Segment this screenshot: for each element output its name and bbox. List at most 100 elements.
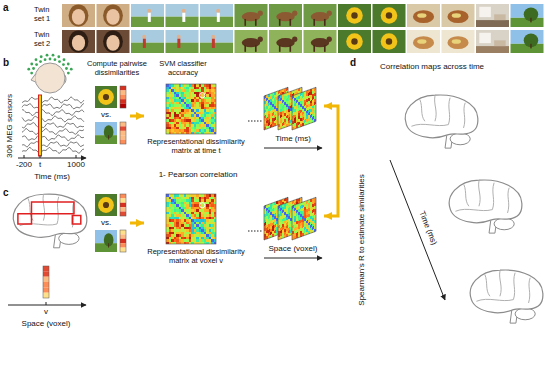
rdm-cell xyxy=(214,112,217,115)
rdm-cell xyxy=(199,109,202,112)
rdm-cell xyxy=(181,239,184,242)
rdm-cell xyxy=(206,87,209,90)
rdm-cell xyxy=(196,197,199,200)
thumbnail-part xyxy=(258,36,263,42)
rdm-cell xyxy=(209,202,212,205)
rdm-cell xyxy=(166,104,169,107)
rdm-cell xyxy=(189,87,192,90)
thumbnail xyxy=(304,4,337,27)
rdm-cell xyxy=(204,227,207,230)
rdm-cell xyxy=(186,194,189,197)
thumbnail-part xyxy=(69,30,89,52)
rdm-cell xyxy=(201,89,204,92)
rdm-cell xyxy=(184,197,187,200)
rdm-cell xyxy=(201,212,204,215)
rdm-cell xyxy=(181,202,184,205)
label: Twin set 2 xyxy=(34,31,60,48)
rdm-cell xyxy=(196,237,199,240)
rdm-cell xyxy=(169,99,172,102)
rdm-cell xyxy=(166,197,169,200)
rdm-cell xyxy=(211,132,214,135)
rdm-cell xyxy=(209,129,212,132)
sensor-dot xyxy=(46,54,49,57)
thumbnail-part xyxy=(177,35,181,39)
rdm-cell xyxy=(191,232,194,235)
thumbnail-part xyxy=(142,35,146,39)
rdm-matrix xyxy=(292,87,316,130)
rdm-cell xyxy=(174,199,177,202)
rdm-cell xyxy=(196,97,199,100)
rdm-cell xyxy=(189,127,192,130)
activation-pattern xyxy=(43,266,49,298)
rdm-cell xyxy=(206,109,209,112)
rdm-cell xyxy=(206,112,209,115)
rdm-cell xyxy=(194,114,197,117)
rdm-cell xyxy=(189,212,192,215)
rdm-cell xyxy=(214,234,217,237)
rdm-cell xyxy=(166,229,169,232)
rdm-cell xyxy=(209,242,212,245)
thumbnail-part xyxy=(200,30,233,43)
rdm-cell xyxy=(184,92,187,95)
rdm-matrix xyxy=(166,84,216,134)
rdm-cell xyxy=(189,232,192,235)
rdm-cell xyxy=(166,232,169,235)
rdm-border xyxy=(166,84,216,134)
rdm-cell xyxy=(186,204,189,207)
rdm-cell xyxy=(204,119,207,122)
thumbnail-part xyxy=(235,30,268,53)
pattern-cell xyxy=(120,248,126,252)
thumbnail-part xyxy=(72,35,85,51)
rdm-cell xyxy=(171,112,174,115)
rdm-cell xyxy=(196,227,199,230)
rdm-cell xyxy=(179,202,182,205)
rdm-cell xyxy=(176,104,179,107)
rdm-cell xyxy=(196,87,199,90)
pattern-border xyxy=(120,230,126,252)
rdm-cell xyxy=(189,242,192,245)
rdm-cell xyxy=(169,124,172,127)
thumbnail-part xyxy=(62,4,95,27)
thumbnail-part xyxy=(166,4,199,17)
waveform xyxy=(22,123,84,128)
rdm-cell xyxy=(176,107,179,110)
rdm-cell xyxy=(184,104,187,107)
rdm-slice xyxy=(292,197,316,240)
rdm-cell xyxy=(184,207,187,210)
thumbnail-part xyxy=(103,202,109,208)
label: t xyxy=(39,160,41,169)
rdm-cell xyxy=(204,229,207,232)
thumbnail xyxy=(95,122,117,144)
rdm-cell xyxy=(194,92,197,95)
rdm-cell xyxy=(194,234,197,237)
thumbnail xyxy=(373,30,406,53)
rdm-cell xyxy=(194,97,197,100)
rdm-cell xyxy=(214,89,217,92)
rdm-cell xyxy=(169,209,172,212)
rdm-cell xyxy=(204,87,207,90)
rdm-cell xyxy=(199,132,202,135)
rdm-cell xyxy=(209,87,212,90)
thumbnail-part xyxy=(327,36,332,42)
rdm-cell xyxy=(176,224,179,227)
rdm-cell xyxy=(194,119,197,122)
rdm-cell xyxy=(189,224,192,227)
rdm-cell xyxy=(196,207,199,210)
rdm-cell xyxy=(166,99,169,102)
pattern-cell xyxy=(120,234,126,238)
rdm-cell xyxy=(174,224,177,227)
rdm-cell xyxy=(201,107,204,110)
rdm-cell xyxy=(201,217,204,220)
label: 306 MEG sensors xyxy=(5,94,14,158)
rdm-cell xyxy=(206,124,209,127)
rdm-cell xyxy=(201,222,204,225)
rdm-cell xyxy=(179,84,182,87)
edge-label: SVM classifier accuracy xyxy=(152,60,214,77)
activation-pattern xyxy=(120,194,126,216)
thumbnail-part xyxy=(97,30,130,53)
rdm-cell xyxy=(191,207,194,210)
sensor-dot xyxy=(52,54,55,57)
rdm-cell xyxy=(181,124,184,127)
voxel-pattern xyxy=(43,266,49,298)
